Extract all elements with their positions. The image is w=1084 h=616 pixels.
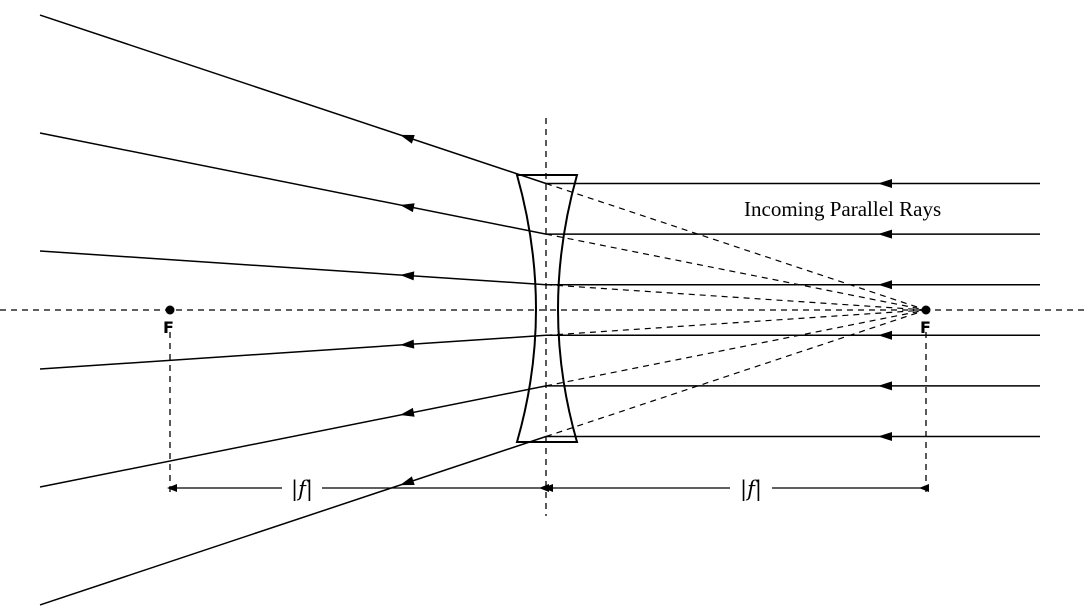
focal-point-right [921,305,931,315]
focal-length-label-right: |f| [740,477,762,502]
refracted-ray-arrowhead [400,271,415,281]
focal-point-left [165,305,175,315]
refracted-ray-arrowhead [400,407,415,417]
refracted-ray-arrowhead [400,476,415,486]
refracted-ray [39,250,547,286]
refracted-ray [39,14,547,185]
virtual-ray-extension [545,284,927,311]
virtual-ray-extension [545,309,927,438]
incoming-ray-arrowhead [878,381,892,391]
ray-group [39,14,1040,606]
virtual-ray-extension [545,309,927,387]
virtual-ray-extension [545,233,927,311]
refracted-ray [39,334,547,370]
refracted-ray [39,385,547,488]
incoming-ray-arrowhead [878,330,892,340]
focal-label-right: F [920,318,931,337]
incoming-ray-arrowhead [878,229,892,239]
refracted-ray-arrowhead [400,339,415,349]
refracted-ray-arrowhead [400,203,415,213]
incoming-ray-arrowhead [878,179,892,188]
refracted-ray [39,435,547,606]
focal-length-label-left: |f| [291,477,313,502]
refracted-ray [39,132,547,235]
incoming-ray-arrowhead [878,280,892,290]
concave-lens [515,174,579,443]
virtual-ray-extension [545,182,927,311]
virtual-ray-extension [545,309,927,336]
focal-label-left: F [163,318,174,337]
incoming-rays-label: Incoming Parallel Rays [744,197,941,221]
incoming-ray-arrowhead [878,432,892,441]
refracted-ray-arrowhead [400,134,415,144]
